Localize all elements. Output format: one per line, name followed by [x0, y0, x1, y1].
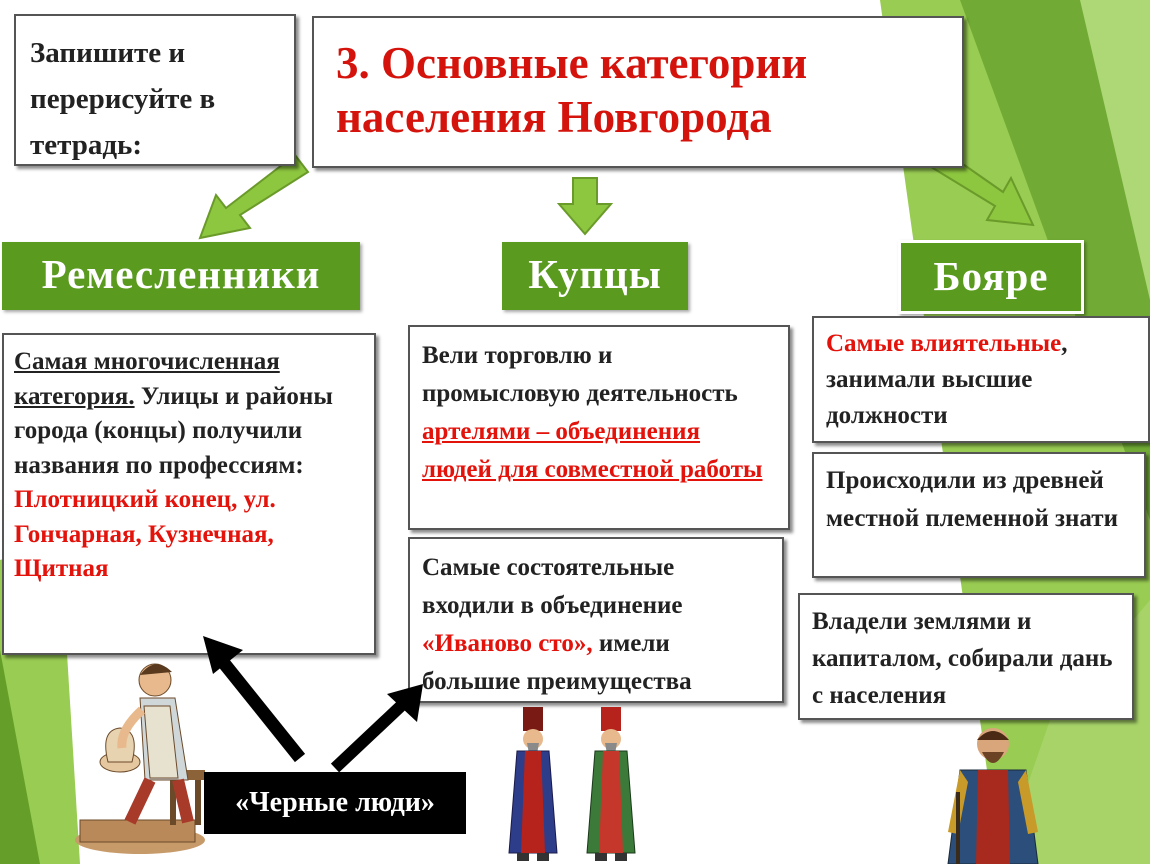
- merchants-illustration: [508, 707, 636, 861]
- merchants-trade-text: Вели торговлю и промысловую деятельность: [422, 342, 738, 407]
- boyars-influence-text: , занимали высшие должности: [826, 330, 1068, 429]
- arrow-to-merchants-black-icon: [330, 684, 423, 773]
- title-box: 3. Основные категории населения Новгород…: [312, 16, 964, 168]
- boyars-land-box: Владели землями и капиталом, собирали да…: [798, 593, 1134, 720]
- artisans-lead: Самая многочисленная категория.: [14, 348, 280, 410]
- arrow-to-merchants-icon: [556, 177, 614, 236]
- merchants-wealth-box: Самые состоятельные входили в объединени…: [408, 537, 784, 703]
- boyars-origin-text: Происходили из древней местной племенной…: [826, 467, 1118, 532]
- page-title: 3. Основные категории населения Новгород…: [336, 38, 808, 142]
- merchants-wealth-text: Самые состоятельные входили в объединени…: [422, 554, 683, 619]
- artisans-description-box: Самая многочисленная категория. Улицы и …: [2, 333, 376, 655]
- merchants-trade-box: Вели торговлю и промысловую деятельность…: [408, 325, 790, 530]
- arrow-to-artisans-black-icon: [203, 636, 306, 763]
- merchants-wealth-text-after: имели большие преимущества: [422, 630, 692, 695]
- category-boyars: Бояре: [898, 240, 1084, 314]
- boyars-most-influential: Самые влиятельные: [826, 330, 1062, 357]
- merchants-artels: артелями – объединения людей для совмест…: [422, 418, 763, 483]
- boyar-illustration: [947, 728, 1039, 864]
- arrow-to-artisans-icon: [198, 153, 310, 240]
- merchants-ivanovo-sto: «Иваново сто»,: [422, 630, 593, 657]
- instruction-box: Запишите и перерисуйте в тетрадь:: [14, 14, 296, 166]
- boyars-influence-box: Самые влиятельные, занимали высшие должн…: [812, 316, 1150, 443]
- category-artisans: Ремесленники: [2, 242, 360, 310]
- category-merchants: Купцы: [502, 242, 688, 310]
- boyars-land-text: Владели землями и капиталом, собирали да…: [812, 608, 1113, 709]
- black-people-label: «Черные люди»: [204, 772, 466, 834]
- boyars-origin-box: Происходили из древней местной племенной…: [812, 452, 1146, 578]
- artisans-text: Улицы и районы города (концы) получили н…: [14, 382, 333, 479]
- instruction-text: Запишите и перерисуйте в тетрадь:: [30, 37, 216, 161]
- potter-illustration: [75, 663, 205, 854]
- artisans-street-names: Плотницкий конец, ул. Гончарная, Кузнечн…: [14, 486, 276, 582]
